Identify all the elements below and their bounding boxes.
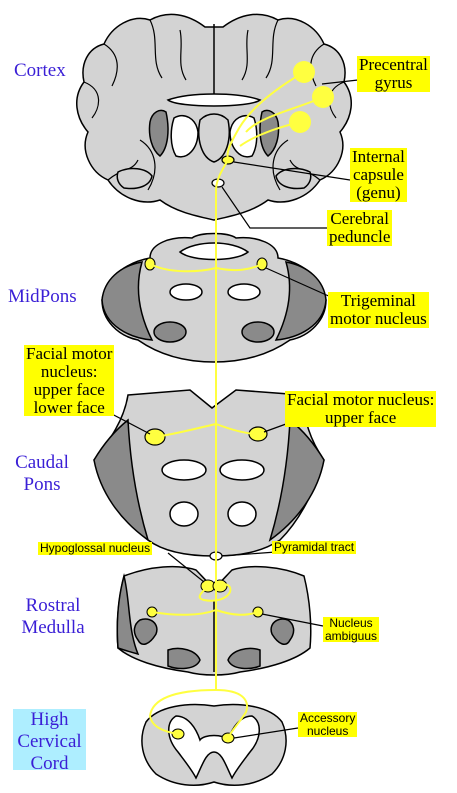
cervical-cord-section (141, 703, 287, 787)
cervical-cord-grey-matter (168, 715, 260, 780)
caudal-pons-left-peduncle (93, 418, 150, 542)
pathway-accessory-loop (148, 689, 248, 739)
rostral-medulla-pyramid-right (227, 647, 261, 670)
label-trigeminal-line-1: Trigeminal (340, 291, 416, 310)
label-accessory-nucleus: Accessory nucleus (298, 711, 358, 738)
level-label-midpons: MidPons (8, 286, 77, 307)
label-facial-motor-nucleus-left: Facial motor nucleus: upper face lower f… (24, 344, 115, 417)
label-trigeminal-motor-nucleus: Trigeminal motor nucleus (328, 292, 429, 328)
label-accessory-line-1: Accessory (300, 711, 356, 725)
rostral-medulla-inferior-left (116, 573, 140, 656)
label-facial-right-line-1: Facial motor nucleus: (287, 390, 435, 409)
pathway-ambiguus-branch (151, 608, 259, 616)
corpus-callosum (166, 93, 262, 107)
label-ambiguus-line-2: ambiguus (325, 628, 378, 643)
cord-line-3: Cord (30, 753, 69, 774)
cord-line-1: High (30, 709, 69, 730)
label-pyramidal-tract: Pyramidal tract (272, 540, 357, 554)
leader-pyramidal (221, 551, 277, 557)
leader-facial-left (107, 411, 151, 435)
caudal-pons-line-1: Caudal (15, 452, 69, 473)
label-trigeminal-line-2: motor nucleus (330, 308, 427, 328)
pathway-facial-branch (154, 422, 259, 438)
level-label-high-cervical-cord: High Cervical Cord (13, 709, 86, 775)
midpons-right-peduncle (274, 261, 327, 341)
label-hypoglossal-nucleus: Hypoglossal nucleus (38, 541, 153, 555)
label-cerebral-peduncle-line-1: Cerebral (330, 209, 389, 228)
leader-lines (107, 79, 359, 739)
label-internal-capsule-line-3: (genu) (356, 182, 401, 202)
pathway-trigeminal-branch (149, 263, 263, 273)
pathway-from-cortex (226, 71, 324, 161)
thalamus (198, 113, 230, 163)
rostral-medulla-line-2: Medulla (21, 617, 85, 638)
rostral-medulla-olive-right (270, 618, 295, 645)
cord-line-2: Cervical (17, 731, 82, 752)
midpons-fourth-ventricle (178, 242, 250, 261)
leader-facial-right (263, 423, 287, 433)
left-lateral-ventricle (148, 109, 169, 157)
pathway-hypoglossal-branch (198, 583, 232, 602)
midpons-bundle-left (153, 321, 187, 343)
label-facial-motor-nucleus-right: Facial motor nucleus: upper face (285, 390, 437, 427)
level-label-caudal-pons: Caudal Pons (14, 452, 70, 496)
label-cerebral-peduncle: Cerebral peduncle (327, 209, 393, 246)
level-label-cortex: Cortex (14, 60, 66, 81)
leader-internal-capsule (233, 161, 351, 181)
label-precentral-line-2: gyrus (374, 72, 413, 92)
label-facial-left-line-4: lower face (33, 397, 105, 417)
leader-precentral (321, 79, 359, 85)
label-nucleus-ambiguus: Nucleus ambiguus (323, 616, 380, 643)
leader-accessory (233, 727, 299, 739)
caudal-pons-right-peduncle (268, 418, 325, 542)
caudal-pons-bundle-right (227, 501, 257, 527)
left-basal-ganglia (170, 114, 199, 158)
label-ambiguus-line-1: Nucleus (329, 616, 373, 630)
label-precentral-line-1: Precentral (359, 55, 428, 74)
leader-hypoglossal (167, 552, 205, 583)
right-lateral-ventricle (259, 109, 280, 157)
label-facial-left-line-2: nucleus: (40, 361, 98, 381)
label-internal-capsule-line-2: capsule (352, 164, 404, 184)
rostral-medulla-section (116, 565, 312, 676)
leader-cerebral-peduncle (221, 186, 327, 229)
caudal-pons-bundle-left (169, 501, 199, 527)
label-facial-left-line-1: Facial motor (26, 344, 113, 363)
level-label-rostral-medulla: Rostral Medulla (20, 595, 86, 639)
label-facial-right-line-2: upper face (325, 407, 397, 427)
label-internal-capsule-line-1: Internal (352, 147, 405, 166)
midpons-bundle-right (241, 321, 275, 343)
leader-ambiguus (261, 613, 324, 627)
label-accessory-line-2: nucleus (306, 723, 349, 738)
caudal-pons-tract-left (161, 459, 207, 481)
pathway-main-descending (215, 159, 229, 690)
label-precentral-gyrus: Precentral gyrus (357, 56, 430, 92)
caudal-pons-tract-right (219, 459, 265, 481)
caudal-pons-line-2: Pons (23, 474, 61, 495)
cortex-section (76, 13, 352, 221)
rostral-medulla-olive-left (133, 618, 158, 645)
midpons-section (101, 232, 327, 363)
midpons-tract-left (169, 283, 203, 301)
left-temporal-lobe (116, 167, 153, 190)
rostral-medulla-pyramid-left (167, 647, 201, 670)
label-internal-capsule: Internal capsule (genu) (350, 148, 407, 202)
label-cerebral-peduncle-line-2: peduncle (329, 226, 391, 246)
corticobulbar-pathway (148, 71, 324, 739)
label-facial-left-line-3: upper face (33, 379, 105, 399)
midpons-tract-right (227, 283, 261, 301)
right-temporal-lobe (275, 167, 312, 190)
level-label-high-cervical-cord-box (13, 709, 86, 770)
midpons-left-peduncle (101, 261, 154, 341)
right-basal-ganglia (229, 114, 258, 158)
rostral-medulla-line-1: Rostral (25, 595, 81, 616)
